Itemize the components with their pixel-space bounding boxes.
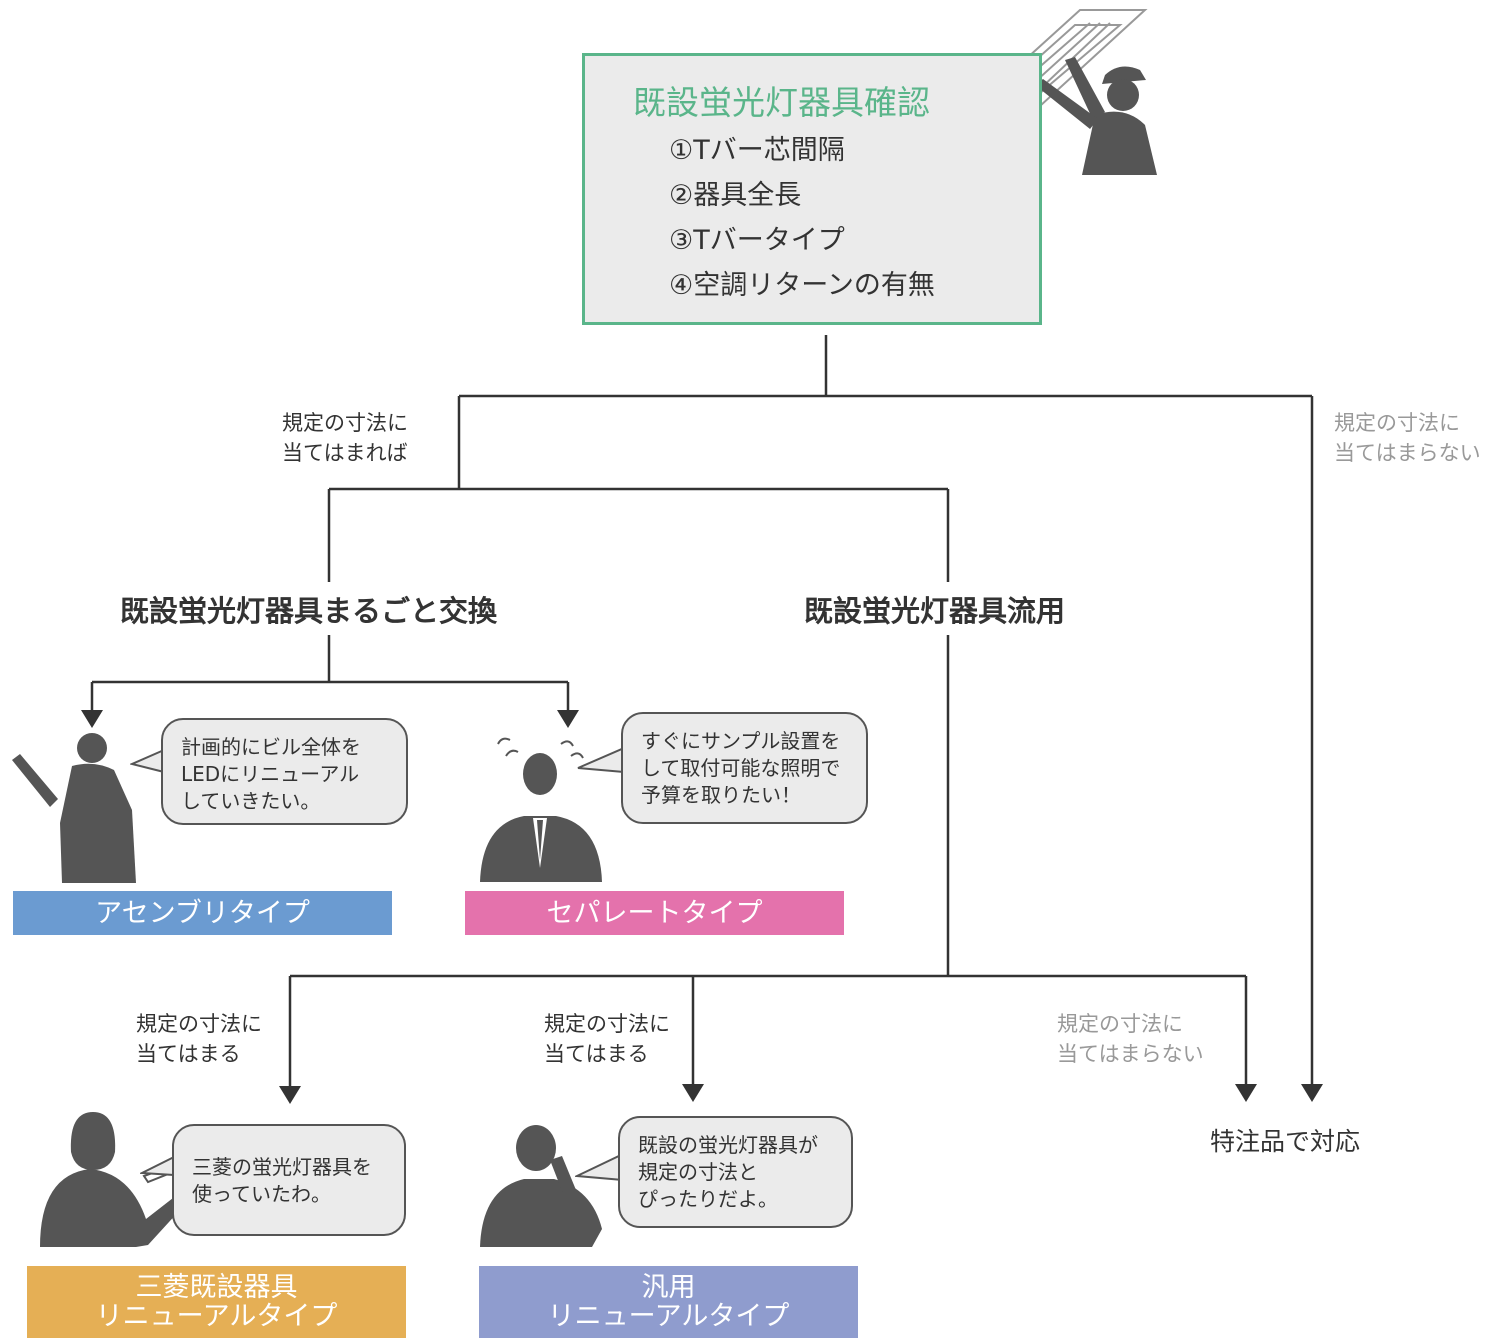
check-items-list: ①Tバー芯間隔 ②器具全長 ③Tバータイプ ④空調リターンの有無: [669, 128, 935, 308]
man-on-phone-silhouette-icon: [480, 1125, 602, 1247]
heading-replace: 既設蛍光灯器具まるごと交換: [120, 594, 498, 628]
tag-generic-renewal-type: 汎用 リニューアルタイプ: [479, 1266, 858, 1338]
speech-bubble-planned: 計画的にビル全体を LEDにリニューアル していきたい。: [161, 718, 408, 825]
fixture-check-box: 既設蛍光灯器具確認 ①Tバー芯間隔 ②器具全長 ③Tバータイプ ④空調リターンの…: [582, 53, 1042, 325]
condition-top-fit: 規定の寸法に 当てはまれば: [282, 411, 408, 465]
check-item: ④空調リターンの有無: [669, 270, 935, 301]
businessman-silhouette-icon: [480, 737, 602, 882]
arrow-down-icon: [81, 710, 103, 728]
check-item: ①Tバー芯間隔: [669, 135, 845, 166]
arrow-down-icon: [682, 1084, 704, 1102]
tag-assembly-type: アセンブリタイプ: [13, 891, 392, 935]
speech-tail-icon: [140, 1156, 175, 1176]
check-item: ③Tバータイプ: [669, 225, 845, 256]
check-item: ②器具全長: [669, 180, 802, 211]
speech-tail-icon: [130, 749, 165, 773]
arrow-down-icon: [1235, 1084, 1257, 1102]
arrow-down-icon: [279, 1086, 301, 1104]
heading-reuse: 既設蛍光灯器具流用: [804, 594, 1066, 628]
condition-bottom-fit-2: 規定の寸法に 当てはまる: [544, 1012, 670, 1066]
speech-tail-icon: [575, 1153, 623, 1181]
speech-tail-icon: [577, 747, 624, 773]
arrow-down-icon: [1301, 1084, 1323, 1102]
tag-mitsubishi-renewal-type: 三菱既設器具 リニューアルタイプ: [27, 1266, 406, 1338]
condition-top-nofit: 規定の寸法に 当てはまらない: [1334, 411, 1481, 465]
worker-silhouette-icon: [1035, 57, 1157, 175]
heading-special-order: 特注品で対応: [1210, 1127, 1361, 1156]
arrow-down-icon: [557, 710, 579, 728]
speech-bubble-generic: 既設の蛍光灯器具が 規定の寸法と ぴったりだよ。: [618, 1116, 853, 1228]
man-with-tablet-silhouette-icon: [12, 733, 136, 883]
check-box-title: 既設蛍光灯器具確認: [633, 83, 930, 122]
speech-bubble-sample: すぐにサンプル設置を して取付可能な照明で 予算を取りたい！: [621, 712, 868, 824]
tag-separate-type: セパレートタイプ: [465, 891, 844, 935]
condition-bottom-nofit: 規定の寸法に 当てはまらない: [1057, 1012, 1204, 1066]
woman-with-tablet-silhouette-icon: [40, 1112, 190, 1247]
speech-bubble-mitsubishi: 三菱の蛍光灯器具を 使っていたわ。: [172, 1124, 406, 1236]
condition-bottom-fit-1: 規定の寸法に 当てはまる: [136, 1012, 262, 1066]
